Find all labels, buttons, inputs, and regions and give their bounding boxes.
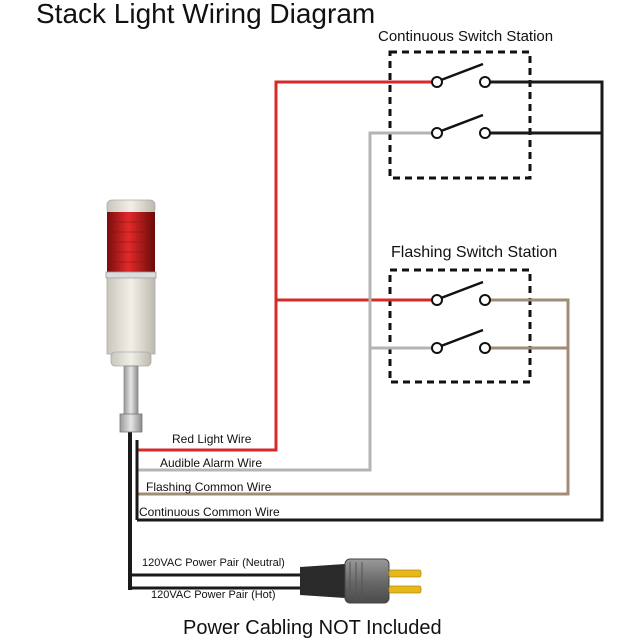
- power-hot-label: 120VAC Power Pair (Hot): [151, 589, 276, 601]
- flashing-common-wire: [137, 298, 570, 496]
- plug-prong-top: [388, 569, 422, 578]
- continuous-switch-station-box: [388, 50, 532, 180]
- flashing-switch-top: [431, 280, 491, 306]
- footer-note: Power Cabling NOT Included: [183, 617, 442, 639]
- flashing-station-label: Flashing Switch Station: [391, 244, 558, 261]
- continuous-common-wire: [137, 80, 604, 522]
- diagram-title: Stack Light Wiring Diagram: [36, 0, 376, 29]
- continuous-common-wire-label: Continuous Common Wire: [139, 505, 280, 519]
- red-light-wire: [137, 80, 436, 452]
- power-neutral-label: 120VAC Power Pair (Neutral): [142, 557, 285, 569]
- power-plug: [300, 558, 422, 604]
- red-light-wire-label: Red Light Wire: [172, 432, 252, 446]
- plug-prong-bottom: [388, 585, 422, 594]
- flashing-common-wire-label: Flashing Common Wire: [146, 480, 272, 494]
- audible-alarm-wire-label: Audible Alarm Wire: [160, 456, 263, 470]
- audible-alarm-wire: [137, 131, 436, 472]
- continuous-switch-top: [431, 62, 491, 88]
- red-lens: [107, 212, 155, 274]
- flashing-switch-bottom: [431, 328, 491, 354]
- flashing-switch-station-box: [388, 268, 532, 384]
- stack-light: [105, 199, 157, 433]
- continuous-station-label: Continuous Switch Station: [378, 28, 554, 45]
- continuous-switch-bottom: [431, 113, 491, 139]
